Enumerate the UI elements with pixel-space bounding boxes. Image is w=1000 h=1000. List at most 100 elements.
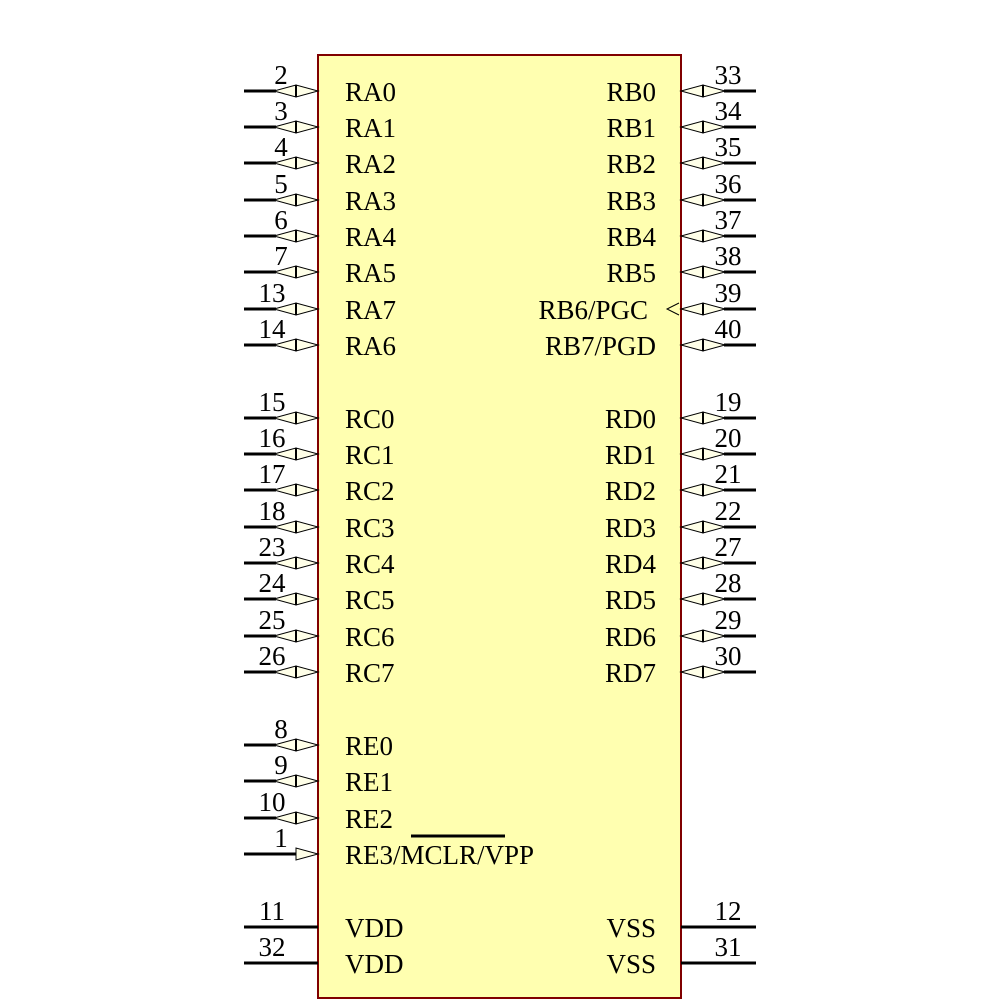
pin-name: RB0 — [606, 77, 656, 107]
input-arrow-icon — [679, 520, 704, 534]
input-arrow-icon — [295, 847, 320, 861]
pin-name: RD7 — [605, 658, 656, 688]
pin-name: RD3 — [605, 513, 656, 543]
pin-name: RB4 — [606, 222, 656, 252]
input-arrow-icon — [295, 302, 320, 316]
pin-number: 16 — [259, 423, 286, 453]
input-arrow-icon — [679, 447, 704, 461]
pin-name: RC4 — [345, 549, 395, 579]
input-arrow-icon — [295, 738, 320, 752]
input-arrow-icon — [679, 556, 704, 570]
input-arrow-icon — [295, 447, 320, 461]
pin-number: 33 — [715, 60, 742, 90]
input-arrow-icon — [679, 193, 704, 207]
pin-name: RC6 — [345, 622, 395, 652]
pin-name: RA3 — [345, 186, 396, 216]
pin-number: 31 — [715, 932, 742, 962]
pin-name: RD6 — [605, 622, 656, 652]
input-arrow-icon — [295, 120, 320, 134]
input-arrow-icon — [679, 229, 704, 243]
pin-name: RE2 — [345, 804, 393, 834]
pin-name: RE3/MCLR/VPP — [345, 840, 534, 870]
pin-number: 29 — [715, 605, 742, 635]
pin-name: VDD — [345, 949, 404, 979]
input-arrow-icon — [679, 592, 704, 606]
pin-number: 30 — [715, 641, 742, 671]
pin-name: RA1 — [345, 113, 396, 143]
pin-name: VSS — [606, 913, 656, 943]
pin-name: RC5 — [345, 585, 395, 615]
pin-number: 6 — [274, 205, 288, 235]
input-arrow-icon — [295, 556, 320, 570]
pin-name: RB6/PGC — [538, 295, 648, 325]
pin-name: VDD — [345, 913, 404, 943]
ic-body[interactable] — [317, 54, 682, 999]
pin-name: RE0 — [345, 731, 393, 761]
input-arrow-icon — [679, 156, 704, 170]
pin-name: RB1 — [606, 113, 656, 143]
pin-number: 11 — [259, 896, 285, 926]
pin-number: 10 — [259, 787, 286, 817]
input-arrow-icon — [295, 338, 320, 352]
pin-number: 19 — [715, 387, 742, 417]
pin-number: 23 — [259, 532, 286, 562]
pin-number: 39 — [715, 278, 742, 308]
pin-name: RD4 — [605, 549, 657, 579]
input-arrow-icon — [295, 483, 320, 497]
input-arrow-icon — [679, 629, 704, 643]
pin-name: RD1 — [605, 440, 656, 470]
input-arrow-icon — [679, 120, 704, 134]
pin-name: RA2 — [345, 149, 396, 179]
input-arrow-icon — [679, 84, 704, 98]
pin-number: 4 — [274, 132, 288, 162]
pin-number: 7 — [274, 241, 288, 271]
pin-name: RC3 — [345, 513, 395, 543]
pin-number: 14 — [259, 314, 287, 344]
pin-name: RB7/PGD — [545, 331, 656, 361]
pin-number: 17 — [259, 459, 286, 489]
pin-name: RC2 — [345, 476, 395, 506]
input-arrow-icon — [295, 193, 320, 207]
pin-name: RB2 — [606, 149, 656, 179]
